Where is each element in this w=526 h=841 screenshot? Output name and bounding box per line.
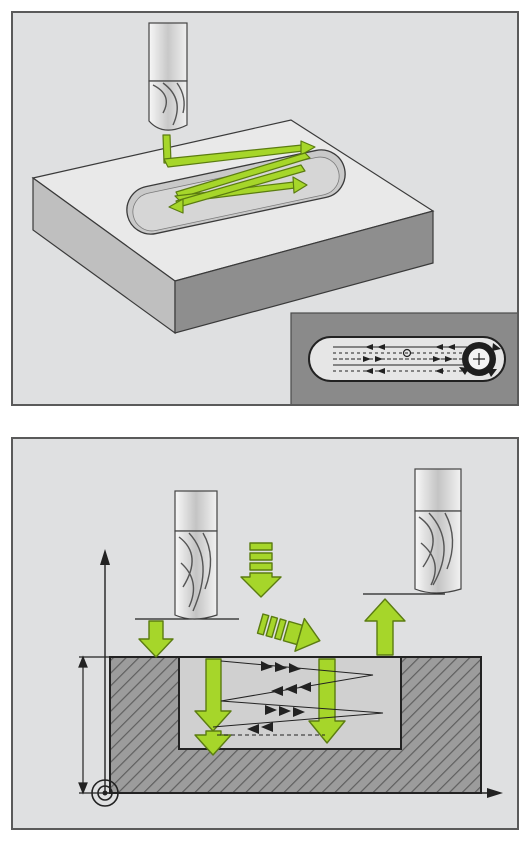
end-mill-icon xyxy=(148,22,188,131)
tool-path-arrow-icon xyxy=(162,134,316,214)
slot-center-icon xyxy=(402,348,412,358)
zigzag-arrowheads xyxy=(247,661,311,734)
cutter-rotation-icon xyxy=(459,342,501,377)
inset-path-lines xyxy=(333,346,483,372)
section-view-panel xyxy=(11,437,519,830)
isometric-slot-drawing xyxy=(31,22,517,404)
y-axis-arrow-icon xyxy=(100,549,110,793)
slot-inset xyxy=(290,312,517,404)
section-view-drawing xyxy=(78,468,503,807)
inset-arrowheads xyxy=(363,344,455,374)
x-axis-arrow-icon xyxy=(105,788,503,798)
block-side-face xyxy=(174,210,434,334)
end-mill-icon xyxy=(174,490,218,620)
origin-datum-icon xyxy=(91,779,119,807)
end-mill-icon xyxy=(414,468,462,594)
zigzag-tool-path xyxy=(212,660,384,736)
isometric-slot-panel xyxy=(11,11,519,406)
feed-arrow-icon xyxy=(138,542,406,756)
workpiece-section xyxy=(109,656,482,794)
